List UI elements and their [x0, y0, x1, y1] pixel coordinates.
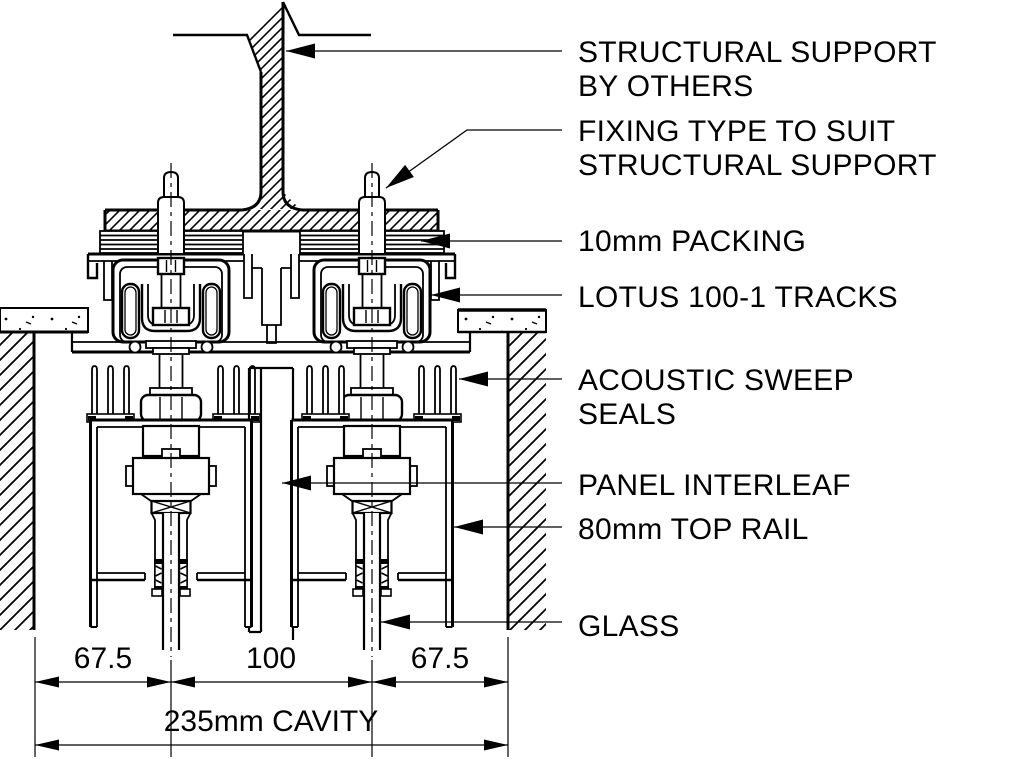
dim-100: 100 — [246, 642, 296, 675]
dim-67-5-right: 67.5 — [411, 642, 469, 675]
packing-shims — [99, 230, 445, 254]
dim-67-5-left: 67.5 — [74, 642, 132, 675]
ceiling-slab-right — [457, 308, 547, 334]
structural-beam — [103, 1, 440, 233]
sweep-seal-group-4 — [413, 365, 462, 423]
label-interleaf: PANEL INTERLEAF — [578, 469, 851, 502]
label-tracks: LOTUS 100-1 TRACKS — [578, 281, 898, 314]
label-top-rail: 80mm TOP RAIL — [578, 513, 809, 546]
sweep-seal-group-2 — [212, 365, 261, 423]
dimension-text: 67.5 100 67.5 235mm CAVITY — [74, 642, 469, 738]
wall-left — [0, 332, 36, 630]
dimension-lines — [35, 681, 508, 746]
label-glass: GLASS — [578, 610, 680, 643]
label-fixing-type-2: STRUCTURAL SUPPORT — [578, 149, 937, 182]
leader-lines — [282, 50, 562, 623]
label-fixing-type: FIXING TYPE TO SUIT — [578, 115, 895, 148]
sweep-seal-group-1 — [86, 365, 135, 423]
label-sweep-seals-2: SEALS — [578, 398, 676, 431]
dimension-extension-lines — [34, 637, 509, 757]
dim-cavity: 235mm CAVITY — [164, 705, 379, 738]
label-packing: 10mm PACKING — [578, 225, 806, 258]
label-sweep-seals: ACOUSTIC SWEEP — [578, 364, 854, 397]
callout-labels: STRUCTURAL SUPPORT BY OTHERS FIXING TYPE… — [578, 36, 937, 643]
wall-right — [506, 332, 546, 630]
panel-centrelines — [170, 163, 373, 657]
ceiling-slab-left — [0, 307, 89, 334]
label-structural-support-2: BY OTHERS — [578, 70, 754, 103]
label-structural-support: STRUCTURAL SUPPORT — [578, 36, 937, 69]
sweep-seal-group-3 — [301, 365, 350, 423]
